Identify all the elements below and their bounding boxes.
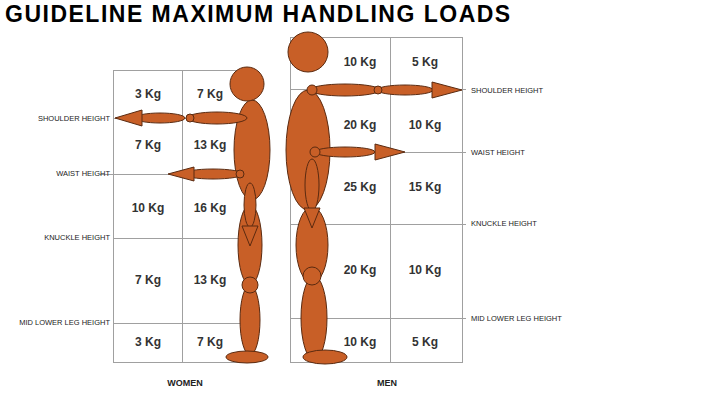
load-value: 7 Kg <box>197 336 223 350</box>
load-value: 13 Kg <box>194 139 227 153</box>
forearm <box>377 85 433 95</box>
arm <box>244 183 256 227</box>
arrow-head <box>115 110 142 126</box>
height-label: SHOULDER HEIGHT <box>471 87 543 96</box>
height-label: WAIST HEIGHT <box>471 149 525 158</box>
load-value: 15 Kg <box>409 181 442 195</box>
head <box>230 67 264 101</box>
arm <box>315 147 375 157</box>
load-value: 10 Kg <box>344 336 377 350</box>
women-grid <box>114 71 251 363</box>
knee <box>303 267 321 285</box>
man-figure <box>286 32 462 364</box>
head <box>288 32 328 72</box>
woman-figure <box>115 67 270 363</box>
load-value: 25 Kg <box>344 181 377 195</box>
load-value: 7 Kg <box>135 274 161 288</box>
load-value: 5 Kg <box>412 336 438 350</box>
height-label: KNUCKLE HEIGHT <box>44 234 110 243</box>
height-label: MID LOWER LEG HEIGHT <box>471 315 562 324</box>
load-value: 10 Kg <box>132 202 165 216</box>
shin <box>301 276 327 360</box>
joint <box>236 170 244 178</box>
shoulder <box>307 85 317 95</box>
column-heading: MEN <box>377 378 397 388</box>
height-label: KNUCKLE HEIGHT <box>471 220 537 229</box>
arrow-head <box>242 226 258 246</box>
knee <box>242 277 258 293</box>
height-label: WAIST HEIGHT <box>56 170 110 179</box>
load-value: 20 Kg <box>344 264 377 278</box>
load-value: 3 Kg <box>135 88 161 102</box>
load-value: 20 Kg <box>344 119 377 133</box>
arrow-head <box>432 82 462 98</box>
height-label: MID LOWER LEG HEIGHT <box>19 319 110 328</box>
arrow-head <box>168 167 194 181</box>
upper-arm <box>187 112 247 124</box>
height-label: SHOULDER HEIGHT <box>38 115 110 124</box>
grid-line <box>113 323 250 324</box>
load-value: 7 Kg <box>197 88 223 102</box>
arrow-head <box>375 144 405 160</box>
shin <box>240 285 260 355</box>
load-value: 7 Kg <box>135 139 161 153</box>
joint <box>310 147 320 157</box>
load-value: 16 Kg <box>194 202 227 216</box>
grid-line <box>113 238 250 239</box>
load-value: 10 Kg <box>409 264 442 278</box>
elbow <box>374 86 382 94</box>
load-value: 13 Kg <box>194 274 227 288</box>
foot <box>303 350 347 364</box>
grid-divider <box>182 70 183 362</box>
load-value: 5 Kg <box>412 56 438 70</box>
diagram-title: GUIDELINE MAXIMUM HANDLING LOADS <box>5 1 512 27</box>
arrow-head <box>304 208 320 228</box>
load-value: 10 Kg <box>344 56 377 70</box>
arm <box>305 159 319 211</box>
foot <box>226 351 268 363</box>
column-heading: WOMEN <box>167 378 203 388</box>
elbow <box>186 114 194 122</box>
load-value: 10 Kg <box>409 119 442 133</box>
load-value: 3 Kg <box>135 336 161 350</box>
upper-arm <box>310 84 380 96</box>
men-grid <box>291 38 463 363</box>
grid <box>100 37 466 363</box>
